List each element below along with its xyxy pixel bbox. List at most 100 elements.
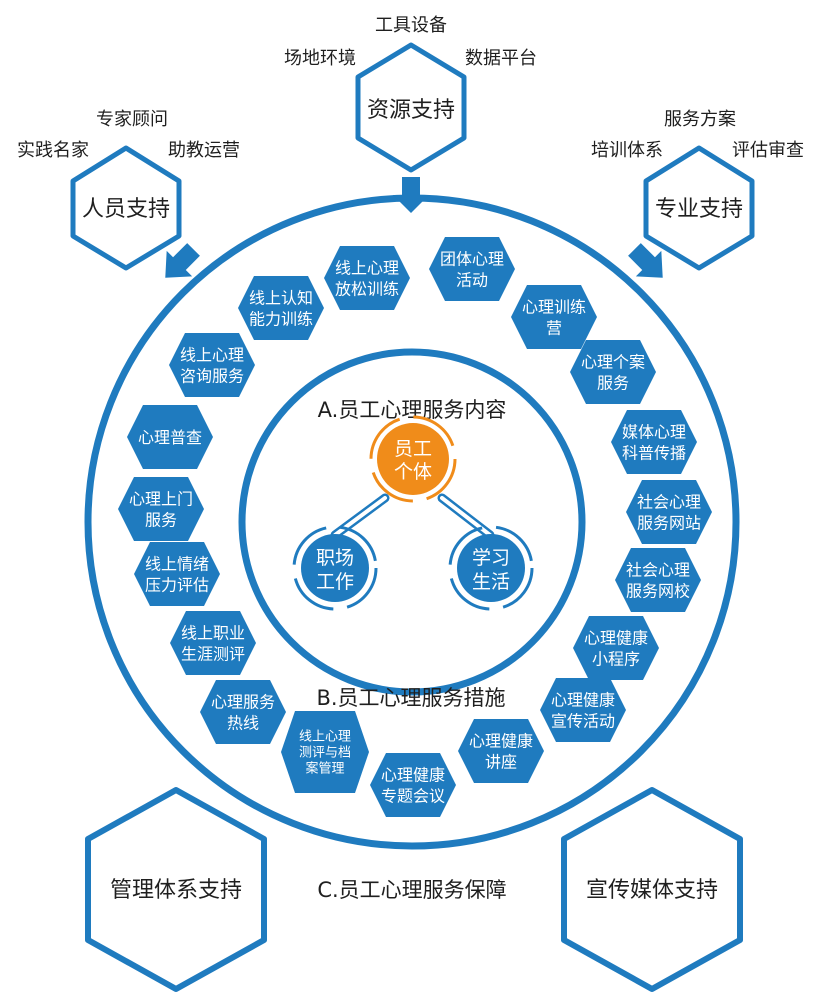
node-study: 学习 生活 [448, 525, 534, 611]
measure-label-line: 心理服务 [211, 692, 275, 711]
measure-hexagon [200, 680, 286, 744]
measure-label-line: 服务 [597, 373, 629, 392]
measure-hexagon [611, 410, 697, 474]
measure-label-line: 心理健康 [584, 628, 648, 647]
measure-label-line: 科普传播 [622, 443, 686, 462]
measure-hexagon [324, 246, 410, 310]
support-title-professional: 专业支持 [655, 197, 743, 222]
measure-label-line: 线上心理 [335, 258, 399, 277]
measure-label-line: 心理健康 [551, 690, 615, 709]
measure-label-line: 咨询服务 [180, 366, 244, 385]
support-tag-personnel-2: 实践名家 [17, 140, 89, 161]
measure-hexagon [170, 611, 256, 675]
arrow-personnel [165, 243, 200, 278]
measure-label-line: 团体心理 [440, 249, 504, 268]
hexagon-media [561, 787, 743, 992]
measure-label-line: 线上心理 [299, 730, 351, 745]
measure-hexagon [570, 340, 656, 404]
support-tag-professional-3: 评估审查 [732, 140, 804, 161]
node-workplace-line-1: 职场 [316, 547, 354, 569]
hexagon-resource [355, 42, 467, 173]
measure-label-line: 小程序 [592, 649, 640, 668]
measure-label-line: 热线 [227, 713, 259, 732]
hexagon-management [85, 787, 267, 992]
support-tag-personnel-1: 专家顾问 [96, 109, 168, 130]
measure-label-line: 线上认知 [249, 288, 313, 307]
measure-hexagon [281, 711, 369, 793]
measure-label-line: 服务 [145, 510, 177, 529]
measure-hexagon [511, 285, 597, 349]
measure-label-line: 营 [546, 318, 562, 337]
hexagon-professional [643, 145, 755, 271]
measure-label-line: 专题会议 [381, 786, 445, 805]
measure-label-line: 心理个案 [581, 352, 645, 371]
measure-hexagon [134, 542, 220, 606]
measure-label-line: 心理普查 [138, 428, 202, 447]
hexagon-personnel [70, 145, 182, 271]
measure-label-line: 服务网校 [626, 581, 690, 600]
connector-left-gap [333, 496, 387, 537]
node-individual: 员工 个体 [369, 415, 457, 503]
guarantee-management-label: 管理体系支持 [110, 878, 242, 903]
support-tag-resource-3: 数据平台 [465, 48, 537, 69]
node-workplace: 职场 工作 [292, 525, 378, 611]
measure-hexagon [118, 477, 204, 541]
measure-label-line: 能力训练 [249, 309, 313, 328]
measure-label-line: 心理健康 [381, 765, 445, 784]
support-tag-professional-2: 培训体系 [591, 140, 663, 161]
measure-hexagon [458, 719, 544, 783]
measure-label-line: 宣传活动 [551, 711, 615, 730]
measure-hexagon [370, 753, 456, 817]
section-title-b: B.员工心理服务措施 [316, 686, 505, 710]
measure-label-line: 线上职业 [181, 623, 245, 642]
guarantee-media: 宣传媒体支持 [561, 787, 743, 992]
guarantee-media-label: 宣传媒体支持 [586, 878, 718, 903]
node-study-line-2: 生活 [472, 571, 510, 593]
section-title-a: A.员工心理服务内容 [318, 398, 507, 422]
connector-right-gap [440, 496, 492, 537]
measure-label-line: 放松训练 [335, 279, 399, 298]
node-individual-line-1: 员工 [394, 438, 432, 460]
measure-label-line: 活动 [456, 270, 488, 289]
node-individual-line-2: 个体 [394, 461, 432, 483]
ring-measures: 线上心理放松训练团体心理活动心理训练营心理个案服务媒体心理科普传播社会心理服务网… [118, 237, 712, 817]
measure-label-line: 心理健康 [469, 731, 533, 750]
support-tag-resource-2: 场地环境 [284, 48, 356, 69]
guarantee-management: 管理体系支持 [85, 787, 267, 992]
measure-label-line: 生涯测评 [181, 644, 245, 663]
arrow-professional [628, 243, 663, 278]
measure-label-line: 心理训练 [522, 297, 586, 316]
measure-label-line: 服务网站 [637, 513, 701, 532]
support-tag-resource-1: 工具设备 [375, 15, 447, 36]
arrow-resource [393, 177, 429, 213]
node-workplace-line-2: 工作 [316, 571, 354, 593]
section-title-c: C.员工心理服务保障 [317, 878, 506, 902]
inner-ring [238, 348, 586, 696]
measure-hexagon [169, 333, 255, 397]
measure-hexagon [573, 616, 659, 680]
measure-label-line: 压力评估 [145, 575, 209, 594]
support-tag-professional-1: 服务方案 [664, 109, 736, 130]
measure-hexagon [429, 237, 515, 301]
measure-hexagon [127, 405, 213, 469]
measure-label-line: 讲座 [485, 752, 517, 771]
measure-hexagon [238, 276, 324, 340]
measure-label-line: 社会心理 [637, 492, 701, 511]
measure-hexagon [540, 678, 626, 742]
